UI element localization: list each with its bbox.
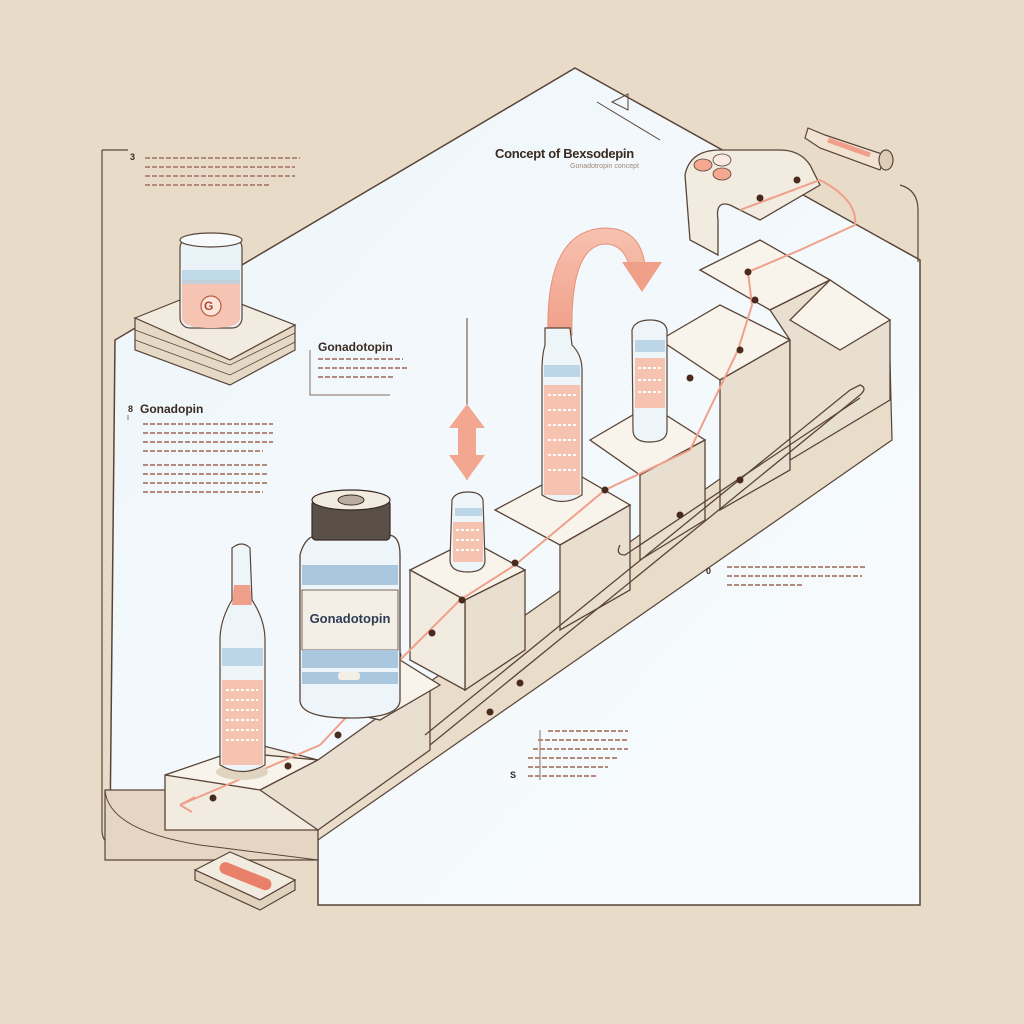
callout-left-text [143, 423, 273, 500]
ampoule-left [216, 543, 268, 780]
callout-upper-heading: Gonadotopin [318, 340, 393, 354]
text-block-right [727, 566, 867, 593]
bottom-tray [193, 851, 297, 911]
callout-left-heading: Gonadopin [140, 402, 204, 416]
text-block-bottom [528, 730, 628, 784]
curved-arrow [547, 227, 662, 336]
vial-label: Gonadotopin [309, 611, 391, 626]
callout-leaders [127, 350, 541, 780]
marker-bottom: S [510, 770, 517, 780]
rail [424, 384, 865, 746]
double-arrow [449, 318, 485, 480]
main-vial [299, 489, 401, 719]
jar-on-plates [133, 232, 297, 386]
pills [693, 153, 732, 181]
text-block-top-left [145, 157, 300, 193]
diagram-title: Concept of Bexsodepin [495, 146, 634, 161]
tall-ampoule [541, 327, 583, 503]
triangle-marker [596, 93, 661, 141]
small-vial-1 [449, 491, 486, 573]
flow-dots [209, 176, 801, 802]
syringe [804, 127, 894, 171]
marker-right: 0 [706, 566, 712, 576]
marker-left: 8 [128, 404, 134, 414]
small-vial-2 [631, 319, 668, 443]
callout-upper-text [318, 358, 408, 385]
staircase [164, 239, 892, 831]
diagram-subtitle: Gonadotropin concept [570, 163, 639, 170]
marker-top-left: 3 [130, 152, 136, 162]
jar-label: G [204, 299, 214, 313]
